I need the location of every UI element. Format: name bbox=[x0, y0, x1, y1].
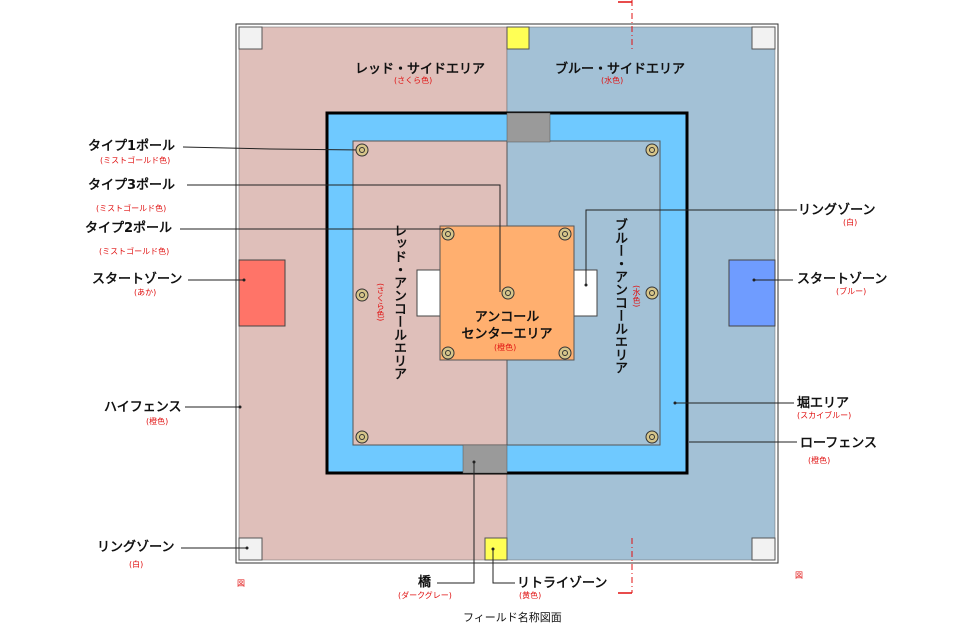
red-anchor-area-label: レッド・アンコールエリア bbox=[391, 224, 406, 380]
bridge-bottom bbox=[462, 444, 508, 474]
red-side-area-color: (さくら色) bbox=[394, 76, 433, 85]
type2-pole-note: (ミストゴールド色) bbox=[99, 247, 170, 256]
pole-type1-tl bbox=[355, 143, 369, 157]
ring-zone-top-left bbox=[238, 26, 263, 50]
pole-type2-br bbox=[558, 346, 572, 360]
ring-zone-bottom-right bbox=[751, 537, 776, 561]
pole-type2-bl bbox=[441, 346, 455, 360]
pole-type2-tl bbox=[441, 227, 455, 241]
leader-type1 bbox=[182, 146, 363, 151]
ring-zone-top-right bbox=[751, 26, 776, 50]
ring-zone-center-left bbox=[416, 269, 441, 317]
anchor-center-area-label: アンコール センターエリア bbox=[454, 309, 560, 343]
bridge-label: 橋 bbox=[418, 575, 432, 590]
pole-type3-center bbox=[501, 286, 515, 300]
leader-retry bbox=[492, 549, 515, 584]
bridge-top bbox=[506, 112, 551, 143]
type3-pole-label: タイプ3ポール bbox=[88, 178, 176, 193]
figure-caption: フィールド名称図面 bbox=[463, 611, 562, 624]
type3-pole-note: (ミストゴールド色) bbox=[96, 204, 167, 213]
pole-type1-tr bbox=[645, 143, 659, 157]
red-side-area-label: レッド・サイドエリア bbox=[355, 62, 486, 77]
start-zone-blue bbox=[728, 259, 776, 327]
ring-zone-left-note: (白) bbox=[129, 560, 144, 569]
type2-pole-label: タイプ2ポール bbox=[85, 221, 173, 236]
retry-zone-label: リトライゾーン bbox=[517, 576, 608, 591]
ring-zone-right-label: リングゾーン bbox=[798, 203, 876, 218]
blue-side-area-label: ブルー・サイドエリア bbox=[555, 62, 686, 77]
anchor-center-line1: アンコール bbox=[474, 310, 540, 325]
leader-ring-right bbox=[585, 209, 797, 285]
low-fence-note: (橙色) bbox=[808, 456, 831, 465]
leader-type3 bbox=[187, 184, 501, 292]
moat-label: 堀エリア bbox=[797, 396, 850, 411]
type1-pole-label: タイプ1ポール bbox=[88, 139, 176, 154]
mark-left: 図 bbox=[237, 579, 245, 588]
start-zone-blue-label: スタートゾーン bbox=[797, 272, 888, 287]
red-anchor-area-color: (さくら色) bbox=[376, 283, 385, 322]
leader-bridge bbox=[437, 462, 475, 584]
pole-type1-mr bbox=[645, 286, 659, 300]
pole-type2-tr bbox=[558, 227, 572, 241]
anchor-center-color: (橙色) bbox=[494, 343, 517, 352]
pole-type1-bl bbox=[355, 430, 369, 444]
blue-anchor-area-label: ブルー・アンコールエリア bbox=[612, 218, 627, 374]
ring-zone-left-label: リングゾーン bbox=[97, 540, 175, 555]
low-fence-label: ローフェンス bbox=[800, 436, 877, 451]
type1-pole-note: (ミストゴールド色) bbox=[100, 156, 171, 165]
bridge-note: (ダークグレー) bbox=[398, 591, 452, 600]
high-fence-label: ハイフェンス bbox=[104, 400, 182, 415]
retry-zone-note: (黄色) bbox=[519, 591, 542, 600]
retry-zone-top bbox=[506, 26, 530, 50]
start-zone-red-note: (あか) bbox=[134, 288, 157, 297]
start-zone-red-label: スタートゾーン bbox=[92, 272, 183, 287]
ring-zone-right-note: (白) bbox=[843, 218, 858, 227]
mark-right: 図 bbox=[795, 571, 803, 580]
blue-anchor-area-color: (水色) bbox=[632, 285, 641, 308]
moat-note: (スカイブルー) bbox=[797, 411, 852, 420]
retry-zone-bottom bbox=[484, 537, 508, 561]
start-zone-red bbox=[238, 259, 286, 327]
anchor-center-line2: センターエリア bbox=[461, 327, 553, 342]
blue-side-area-color: (水色) bbox=[601, 76, 624, 85]
high-fence-note: (橙色) bbox=[146, 417, 169, 426]
ring-zone-bottom-left bbox=[238, 537, 263, 561]
pole-type1-ml bbox=[355, 288, 369, 302]
start-zone-blue-note: (ブルー) bbox=[836, 287, 867, 296]
pole-type1-br bbox=[645, 430, 659, 444]
